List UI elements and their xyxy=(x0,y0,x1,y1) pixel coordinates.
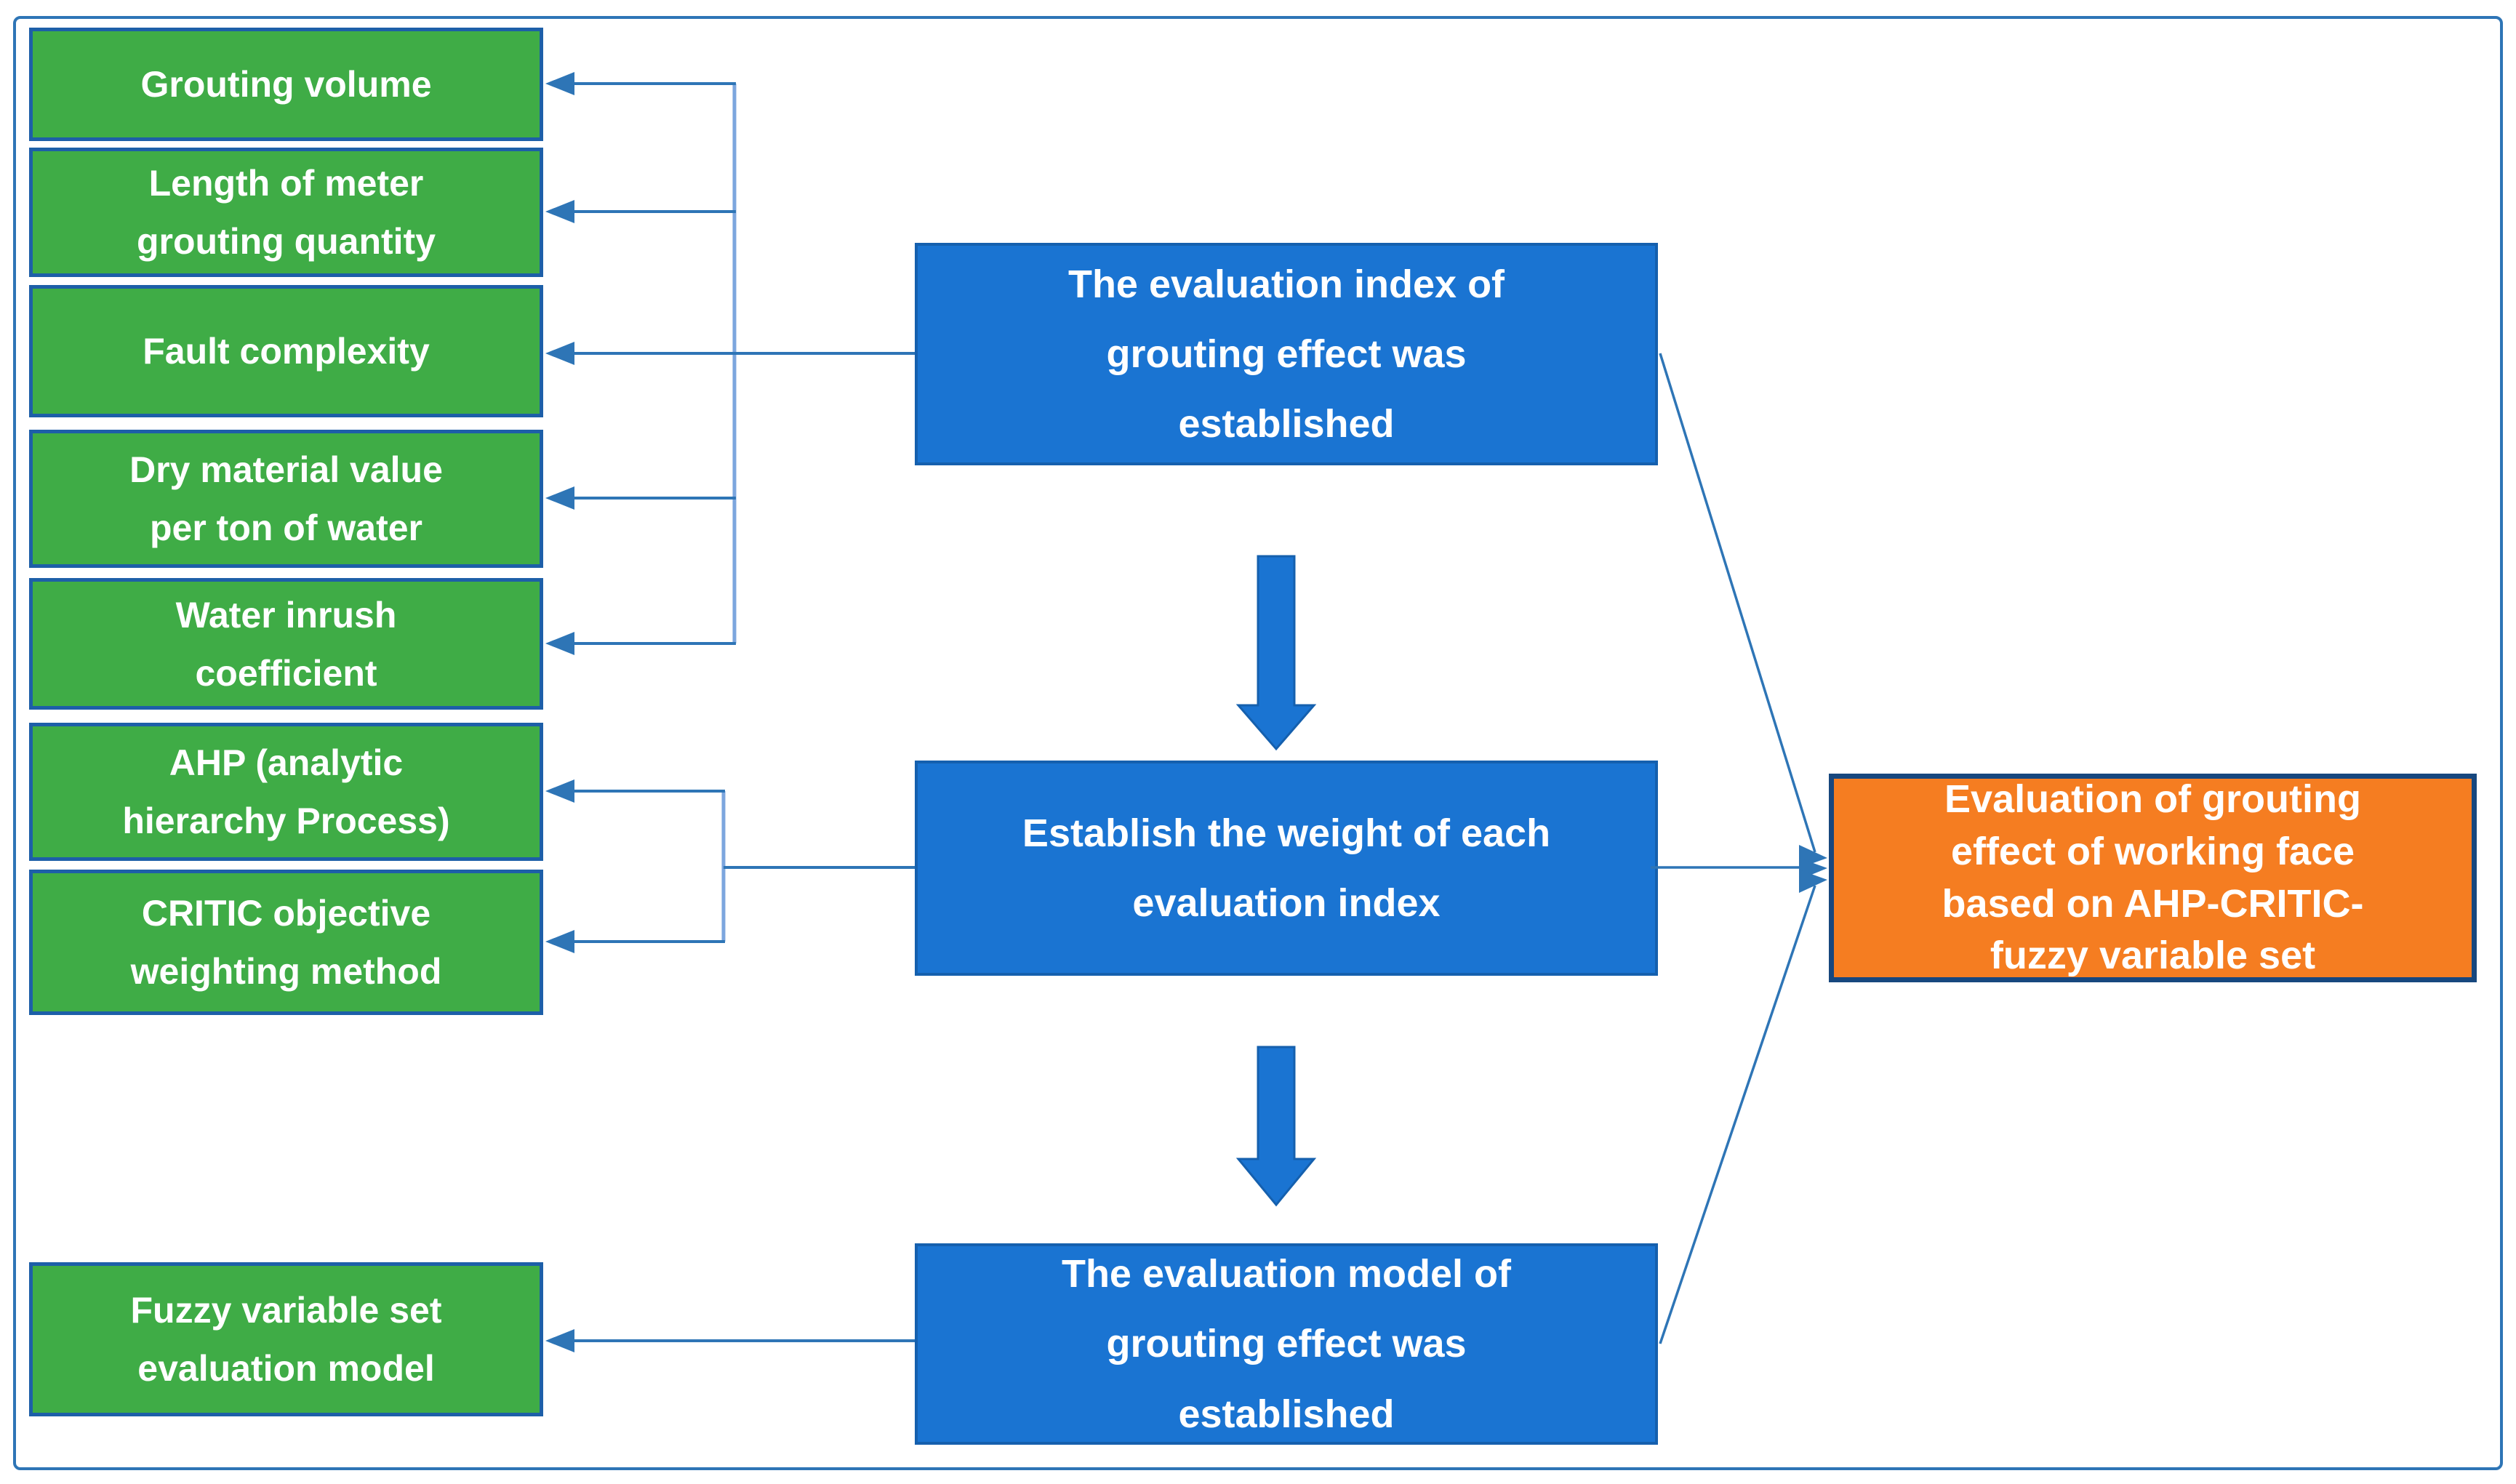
indicator-box-water-inrush-coefficient: Water inrush coefficient xyxy=(29,578,543,710)
indicator-label: Water inrush coefficient xyxy=(175,594,397,694)
process-label: Establish the weight of each evaluation … xyxy=(1022,811,1551,925)
indicator-label: Length of meter grouting quantity xyxy=(136,163,436,262)
indicator-label: Grouting volume xyxy=(140,64,432,105)
process-box-evaluation-model: The evaluation model of grouting effect … xyxy=(915,1243,1658,1445)
indicator-box-grouting-volume: Grouting volume xyxy=(29,28,543,141)
result-box-evaluation-of-grouting-effect: Evaluation of grouting effect of working… xyxy=(1829,774,2477,982)
result-label: Evaluation of grouting effect of working… xyxy=(1942,777,2364,978)
indicator-label: Fuzzy variable set evaluation model xyxy=(130,1290,442,1389)
indicator-box-fuzzy-variable-set: Fuzzy variable set evaluation model xyxy=(29,1262,543,1416)
indicator-box-length-of-meter-grouting-quantity: Length of meter grouting quantity xyxy=(29,148,543,277)
process-box-evaluation-index: The evaluation index of grouting effect … xyxy=(915,243,1658,465)
process-label: The evaluation model of grouting effect … xyxy=(1061,1252,1512,1436)
indicator-label: CRITIC objective weighting method xyxy=(130,893,442,992)
indicator-label: Fault complexity xyxy=(143,331,430,372)
indicator-box-ahp: AHP (analytic hierarchy Process) xyxy=(29,723,543,861)
indicator-box-critic: CRITIC objective weighting method xyxy=(29,870,543,1015)
indicator-label: AHP (analytic hierarchy Process) xyxy=(122,742,450,841)
process-box-establish-weight: Establish the weight of each evaluation … xyxy=(915,761,1658,976)
indicator-box-fault-complexity: Fault complexity xyxy=(29,285,543,417)
indicator-box-dry-material-value: Dry material value per ton of water xyxy=(29,430,543,568)
process-label: The evaluation index of grouting effect … xyxy=(1067,262,1505,446)
indicator-label: Dry material value per ton of water xyxy=(129,449,443,548)
